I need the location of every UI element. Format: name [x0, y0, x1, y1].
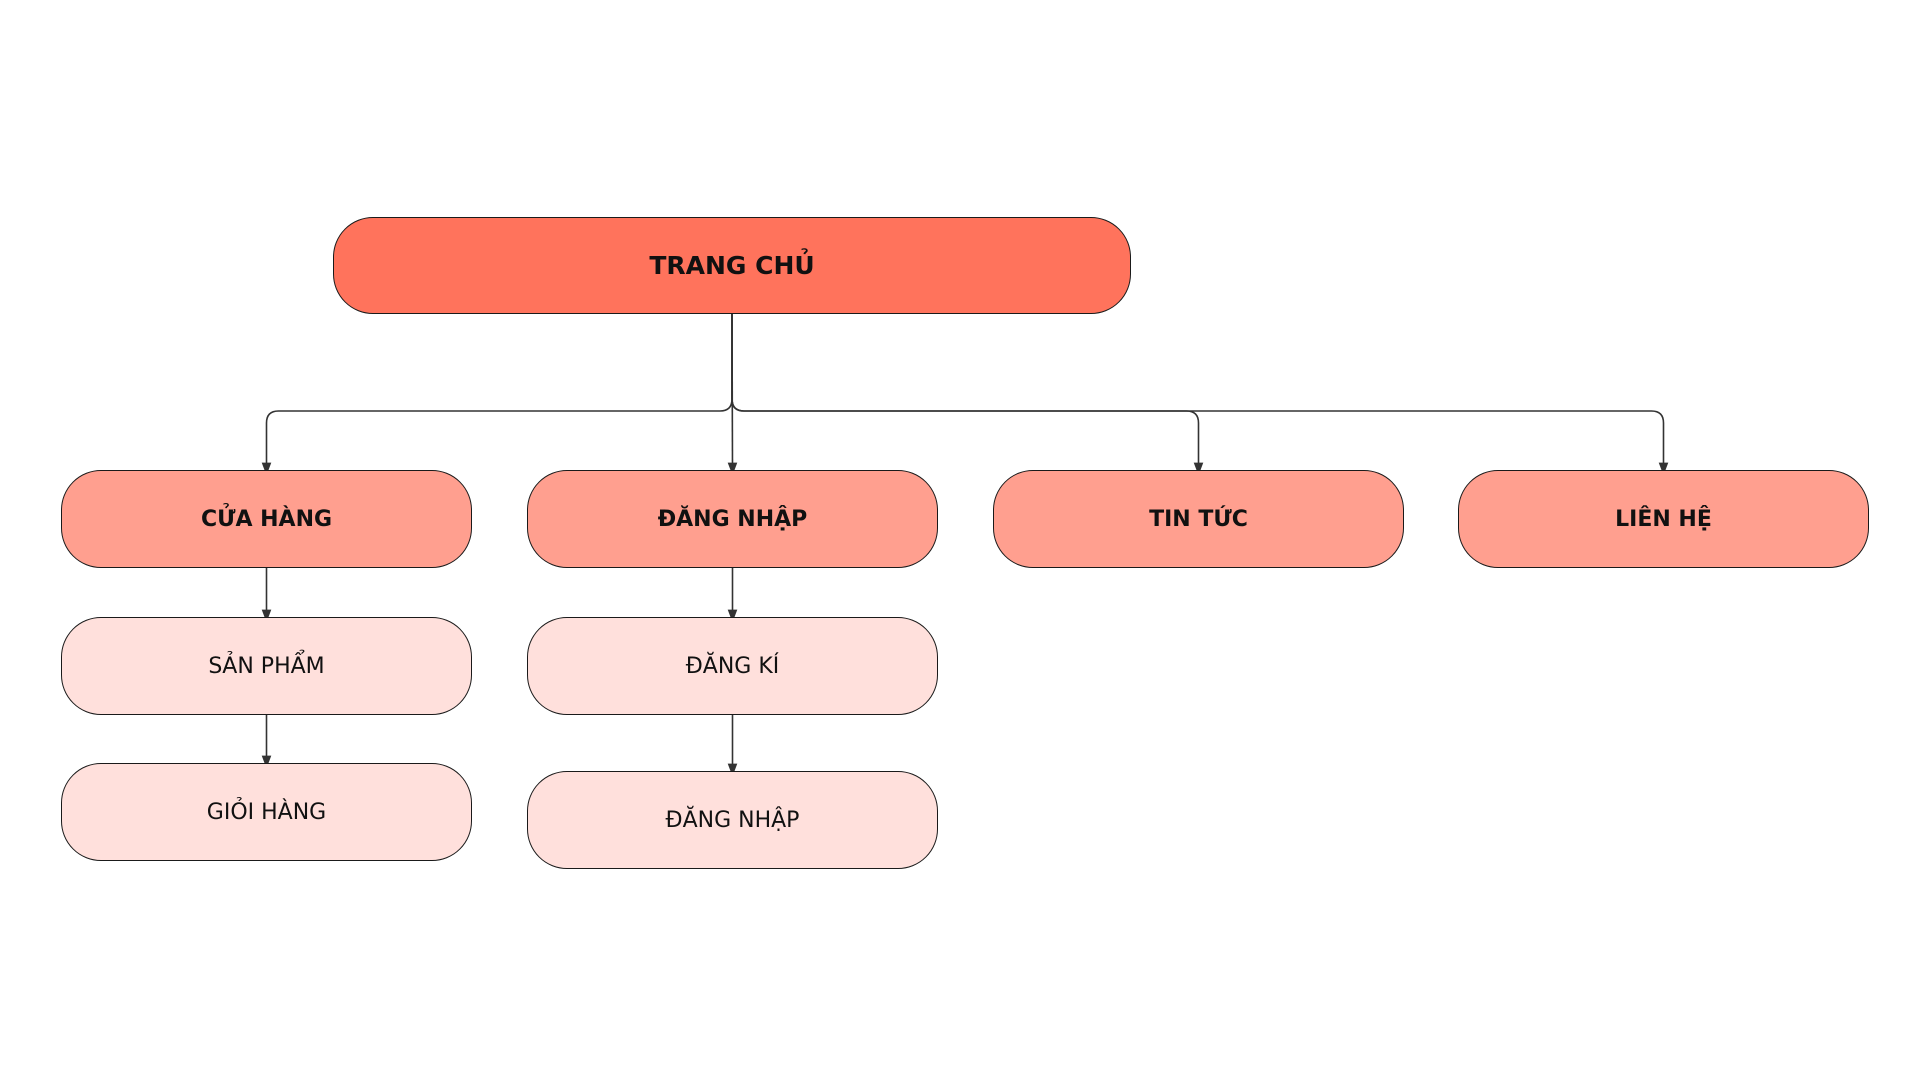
node-label: TRANG CHỦ [649, 251, 815, 280]
node-label: SẢN PHẨM [208, 653, 325, 679]
node-cua-hang: CỬA HÀNG [61, 470, 472, 568]
node-label: ĐĂNG NHẬP [657, 506, 808, 532]
node-dang-nhap-2: ĐĂNG NHẬP [527, 771, 938, 869]
node-label: ĐĂNG NHẬP [665, 807, 800, 833]
node-trang-chu: TRANG CHỦ [333, 217, 1131, 314]
node-san-pham: SẢN PHẨM [61, 617, 472, 715]
connector-root-to-tin_tuc [731, 314, 1204, 476]
node-lien-he: LIÊN HỆ [1458, 470, 1869, 568]
connector-root-to-lien_he [731, 314, 1669, 476]
node-gio-hang: GIỎI HÀNG [61, 763, 472, 861]
node-dang-ki: ĐĂNG KÍ [527, 617, 938, 715]
node-label: GIỎI HÀNG [206, 799, 327, 825]
node-label: CỬA HÀNG [200, 506, 333, 532]
node-label: ĐĂNG KÍ [685, 653, 780, 679]
connector-root-to-cua_hang [261, 314, 733, 476]
node-label: LIÊN HỆ [1615, 506, 1712, 532]
node-label: TIN TỨC [1149, 506, 1248, 532]
node-dang-nhap: ĐĂNG NHẬP [527, 470, 938, 568]
node-tin-tuc: TIN TỨC [993, 470, 1404, 568]
